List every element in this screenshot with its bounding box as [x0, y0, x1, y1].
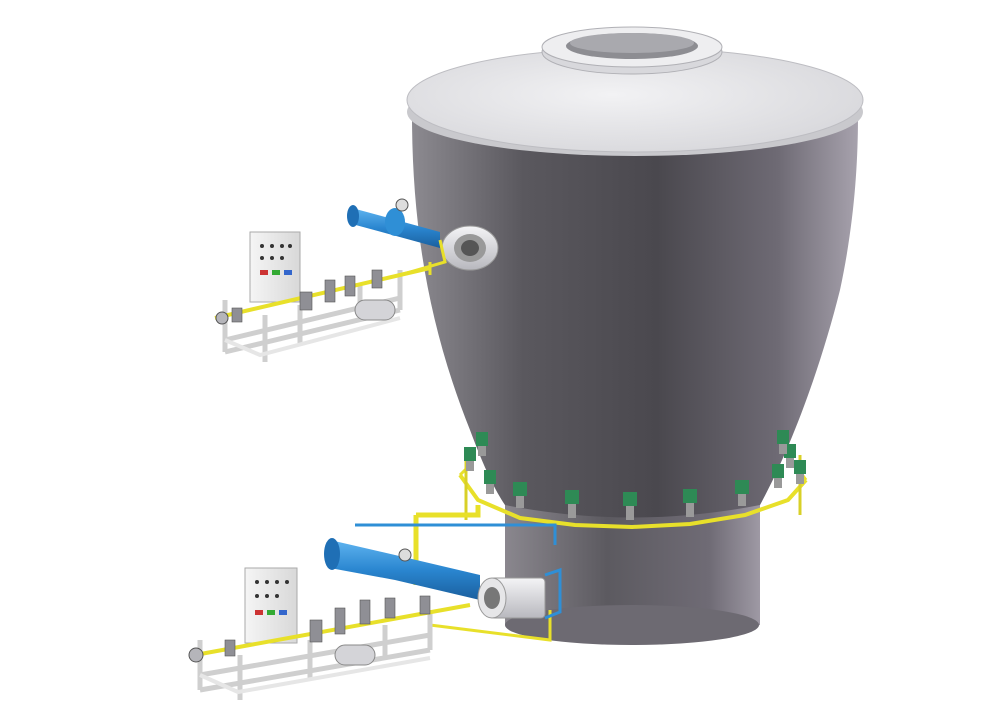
vessel-body: [412, 115, 858, 518]
upper-burner-skid: [214, 231, 431, 362]
ring-manifold: [458, 430, 808, 530]
ring-nozzles: [464, 430, 806, 520]
gas-tank: [354, 299, 396, 321]
lower-burner-skid: [188, 567, 471, 700]
gas-tank: [334, 644, 376, 666]
lower-burner: [324, 505, 562, 642]
control-panel: [249, 231, 301, 303]
control-panel: [244, 567, 298, 644]
vessel: [406, 26, 864, 645]
